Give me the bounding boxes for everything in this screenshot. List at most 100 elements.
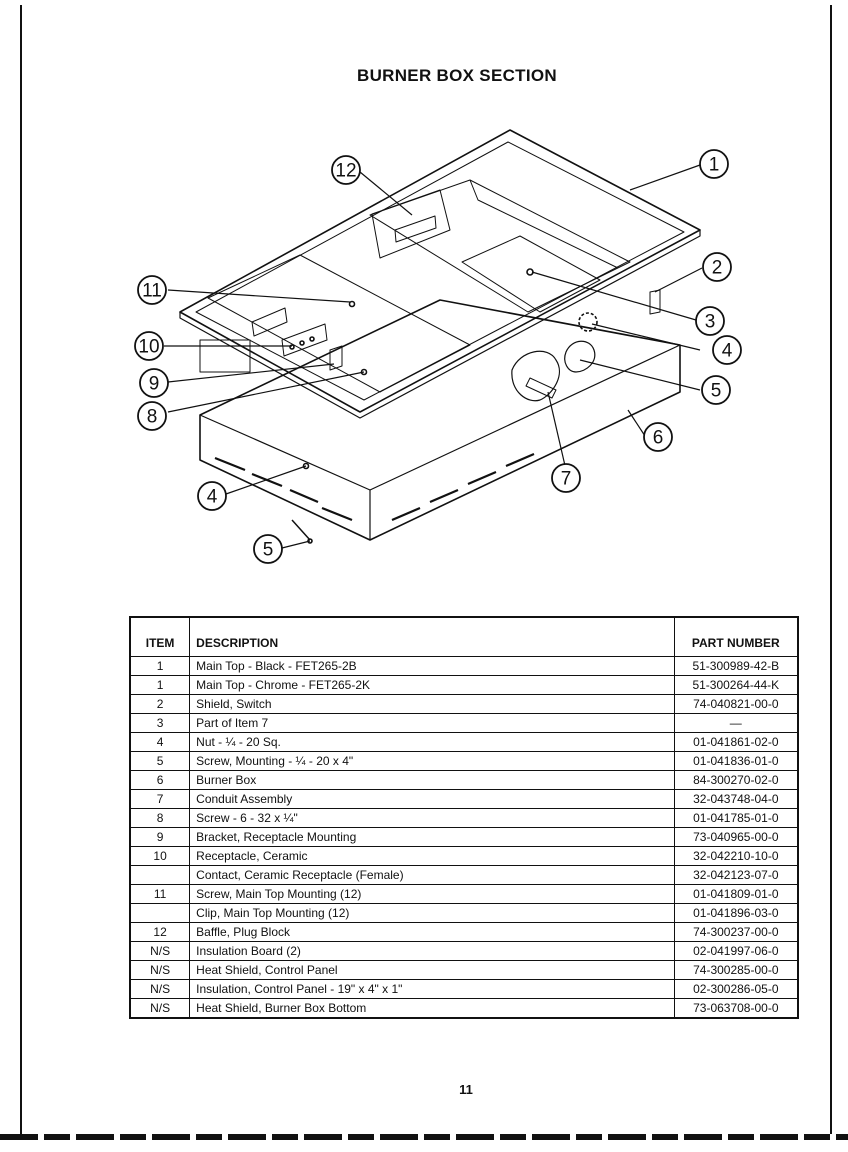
callout-10: 10 (138, 337, 159, 358)
part-number-cell: — (673, 713, 799, 733)
item-cell: N/S (129, 960, 191, 980)
item-cell: 9 (129, 827, 191, 847)
item-cell: 8 (129, 808, 191, 828)
header-part-number: PART NUMBER (673, 616, 799, 657)
header-item: ITEM (129, 616, 191, 657)
description-cell: Insulation, Control Panel - 19" x 4" x 1… (189, 979, 675, 999)
item-cell: 10 (129, 846, 191, 866)
part-number-cell: 02-041997-06-0 (673, 941, 799, 961)
callout-11: 11 (142, 281, 162, 302)
parts-table-header: ITEM DESCRIPTION PART NUMBER (129, 616, 799, 657)
page-border (20, 5, 832, 1140)
item-cell: 6 (129, 770, 191, 790)
part-number-cell: 84-300270-02-0 (673, 770, 799, 790)
callout-8: 8 (147, 407, 158, 428)
callout-5: 5 (711, 381, 722, 402)
callout-3: 3 (705, 312, 716, 333)
item-cell: 3 (129, 713, 191, 733)
part-number-cell: 01-041836-01-0 (673, 751, 799, 771)
callout-1: 1 (709, 155, 720, 176)
part-number-cell: 73-063708-00-0 (673, 998, 799, 1019)
item-cell: 7 (129, 789, 191, 809)
description-cell: Main Top - Black - FET265-2B (189, 656, 675, 676)
part-number-cell: 51-300989-42-B (673, 656, 799, 676)
description-cell: Clip, Main Top Mounting (12) (189, 903, 675, 923)
item-cell: 11 (129, 884, 191, 904)
item-cell: 2 (129, 694, 191, 714)
callout-4-lower: 4 (207, 487, 218, 508)
scan-edge (0, 1134, 848, 1140)
callout-4: 4 (722, 341, 733, 362)
part-number-cell: 32-042210-10-0 (673, 846, 799, 866)
table-row: Contact, Ceramic Receptacle (Female)32-0… (129, 865, 799, 885)
main-top-outline (179, 129, 701, 413)
part-number-cell: 32-042123-07-0 (673, 865, 799, 885)
callout-2: 2 (712, 258, 723, 279)
part-number-cell: 74-300285-00-0 (673, 960, 799, 980)
item-cell: 5 (129, 751, 191, 771)
part-number-cell: 74-300237-00-0 (673, 922, 799, 942)
item-cell: N/S (129, 941, 191, 961)
description-cell: Heat Shield, Burner Box Bottom (189, 998, 675, 1019)
part-number-cell: 01-041896-03-0 (673, 903, 799, 923)
description-cell: Receptacle, Ceramic (189, 846, 675, 866)
part-number-cell: 32-043748-04-0 (673, 789, 799, 809)
description-cell: Contact, Ceramic Receptacle (Female) (189, 865, 675, 885)
callout-9: 9 (149, 374, 160, 395)
part-number-cell: 51-300264-44-K (673, 675, 799, 695)
part-number-cell: 01-041785-01-0 (673, 808, 799, 828)
callout-5-lower: 5 (263, 540, 274, 561)
description-cell: Main Top - Chrome - FET265-2K (189, 675, 675, 695)
part-number-cell: 01-041809-01-0 (673, 884, 799, 904)
page-title: BURNER BOX SECTION (357, 66, 557, 85)
description-cell: Screw, Main Top Mounting (12) (189, 884, 675, 904)
callout-12: 12 (335, 161, 356, 182)
item-cell: N/S (129, 979, 191, 999)
description-cell: Nut - ¼ - 20 Sq. (189, 732, 675, 752)
table-row: Clip, Main Top Mounting (12)01-041896-03… (129, 903, 799, 923)
description-cell: Screw - 6 - 32 x ¼" (189, 808, 675, 828)
exploded-diagram: 12 1 11 2 3 10 4 9 5 8 6 4 7 5 (134, 129, 742, 564)
callout-7: 7 (561, 469, 572, 490)
description-cell: Baffle, Plug Block (189, 922, 675, 942)
item-cell: 12 (129, 922, 191, 942)
description-cell: Insulation Board (2) (189, 941, 675, 961)
description-cell: Conduit Assembly (189, 789, 675, 809)
description-cell: Shield, Switch (189, 694, 675, 714)
item-cell (129, 865, 191, 885)
header-description: DESCRIPTION (189, 616, 675, 657)
part-number-cell: 02-300286-05-0 (673, 979, 799, 999)
description-cell: Bracket, Receptacle Mounting (189, 827, 675, 847)
item-cell: 4 (129, 732, 191, 752)
part-number-cell: 01-041861-02-0 (673, 732, 799, 752)
item-cell: 1 (129, 675, 191, 695)
item-cell (129, 903, 191, 923)
description-cell: Heat Shield, Control Panel (189, 960, 675, 980)
burner-box-outline (199, 299, 681, 541)
callout-6: 6 (653, 428, 664, 449)
description-cell: Screw, Mounting - ¼ - 20 x 4" (189, 751, 675, 771)
item-cell: 1 (129, 656, 191, 676)
part-number-cell: 74-040821-00-0 (673, 694, 799, 714)
item-cell: N/S (129, 998, 191, 1019)
description-cell: Burner Box (189, 770, 675, 790)
